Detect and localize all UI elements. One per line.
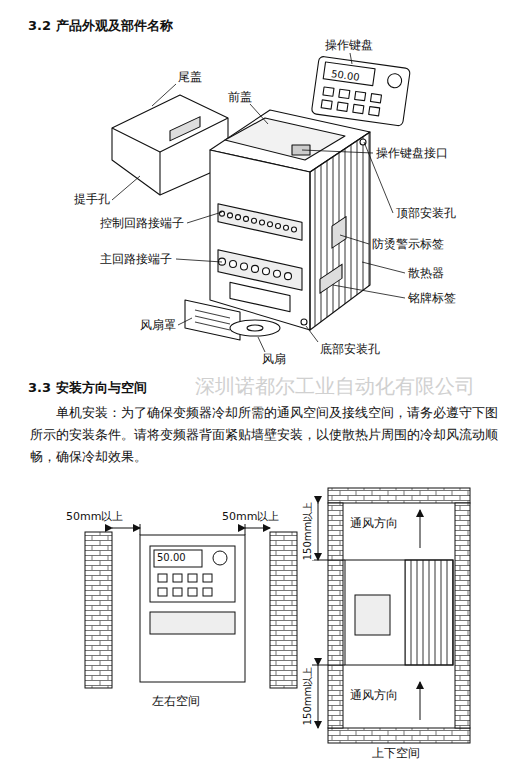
part-name: 防烫警示标签	[372, 237, 444, 251]
figure-caption: 上下空间	[372, 746, 420, 760]
dimension: 150mm以上	[302, 502, 314, 561]
part-name: 操作键盘接口	[376, 146, 448, 160]
part-name: 提手孔	[74, 192, 110, 206]
part-name: 风扇罩	[140, 318, 176, 332]
airflow-label: 通风方向	[350, 688, 398, 702]
dimension: 150mm以上	[302, 667, 314, 726]
heat-sink	[310, 132, 370, 330]
dimension: 50mm以上	[66, 510, 123, 523]
part-name: 操作键盘	[325, 38, 373, 52]
part-name: 风扇	[262, 352, 286, 366]
figure-caption: 左右空间	[152, 694, 200, 708]
watermark: 深圳诺都尔工业自动化有限公司	[195, 374, 475, 398]
dimension: 50mm以上	[222, 510, 279, 523]
part-name: 尾盖	[178, 70, 202, 84]
fan	[230, 320, 280, 336]
leader-lines	[112, 53, 405, 352]
part-name: 主回路接端子	[100, 252, 172, 266]
left-right-figure	[85, 524, 297, 688]
part-name: 控制回路接端子	[100, 216, 184, 230]
part-name: 顶部安装孔	[396, 206, 456, 220]
section-heading: 3.2 产品外观及部件名称	[28, 18, 173, 34]
body-text: 单机安装：为了确保变频器冷却所需的通风空间及接线空间，请务必遵守下图所示的安装条…	[30, 402, 508, 468]
top-bottom-figure	[312, 488, 470, 743]
fan-cover	[185, 300, 240, 340]
part-name: 底部安装孔	[320, 342, 380, 356]
airflow-label: 通风方向	[350, 516, 398, 530]
keypad	[311, 56, 410, 126]
display-readout: 50.00	[157, 552, 186, 564]
part-name: 铭牌标签	[408, 291, 456, 305]
section-heading: 3.3 安装方向与空间	[28, 380, 147, 396]
front-face	[210, 150, 310, 330]
part-name: 散热器	[408, 266, 444, 280]
part-name: 前盖	[228, 90, 252, 104]
